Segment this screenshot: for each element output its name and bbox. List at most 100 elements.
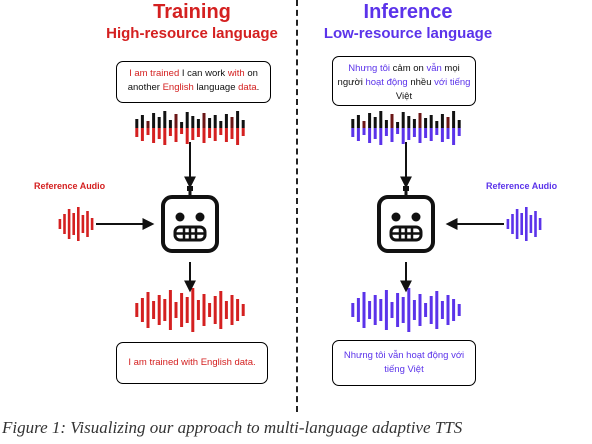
input-text-segment: I am trained	[129, 68, 180, 79]
waveform-bar	[538, 218, 542, 230]
input-text-segment: on another	[127, 68, 258, 93]
training-input-text: I am trained I can work with on another …	[128, 68, 260, 93]
waveform-bar	[368, 301, 372, 319]
center-divider	[296, 0, 298, 412]
waveform-bar	[219, 128, 223, 135]
waveform-bar	[152, 128, 156, 143]
waveform-bar	[390, 128, 394, 142]
waveform-bar	[202, 294, 206, 326]
waveform-bar	[412, 119, 416, 128]
waveform-bar	[185, 297, 189, 323]
waveform-bar	[146, 128, 150, 135]
waveform-bar	[511, 214, 514, 234]
waveform-bar	[146, 292, 150, 328]
waveform-bar	[362, 128, 366, 135]
waveform-bar	[213, 128, 217, 141]
input-text-segment: with	[227, 68, 245, 79]
inference-reference-waveform-icon	[506, 207, 542, 241]
waveform-bar	[379, 111, 383, 128]
training-robot-icon	[161, 186, 219, 253]
waveform-bar	[230, 128, 234, 139]
waveform-bar	[146, 121, 150, 128]
waveform-bar	[373, 295, 377, 325]
waveform-bar	[356, 115, 360, 128]
input-text-segment: I can work	[179, 68, 228, 79]
waveform-bar	[241, 304, 245, 316]
waveform-bar	[140, 115, 144, 128]
waveform-bar	[230, 117, 234, 128]
training-reference-waveform-icon	[58, 207, 94, 241]
waveform-bar	[424, 128, 428, 138]
waveform-bar	[356, 128, 360, 141]
training-output-text-box: I am trained with English data.	[116, 342, 268, 384]
input-text-segment: hoạt động	[365, 76, 408, 88]
waveform-bar	[191, 288, 195, 332]
waveform-bar	[429, 115, 433, 128]
waveform-bar	[525, 207, 528, 241]
waveform-bar	[351, 119, 355, 128]
waveform-bar	[440, 128, 444, 142]
waveform-bar	[424, 303, 428, 317]
waveform-bar	[368, 128, 372, 143]
waveform-bar	[241, 120, 245, 128]
input-text-segment: với tiếng	[434, 76, 471, 88]
waveform-bar	[152, 113, 156, 128]
waveform-bar	[435, 128, 439, 135]
waveform-bar	[452, 128, 456, 145]
waveform-bar	[208, 128, 212, 138]
waveform-bar	[140, 298, 144, 322]
waveform-bar	[384, 128, 388, 136]
waveform-bar	[520, 213, 523, 235]
waveform-bar	[135, 119, 139, 128]
waveform-bar	[373, 117, 377, 128]
waveform-bar	[452, 299, 456, 321]
waveform-bar	[356, 298, 360, 322]
waveform-bar	[506, 219, 510, 229]
waveform-bar	[86, 211, 89, 237]
waveform-bar	[174, 128, 178, 142]
waveform-bar	[407, 128, 411, 140]
waveform-bar	[230, 295, 234, 325]
waveform-bar	[168, 128, 172, 136]
waveform-bar	[401, 112, 405, 128]
waveform-bar	[390, 114, 394, 128]
waveform-bar	[396, 128, 400, 134]
inference-output-text: Nhưng tôi vẫn hoạt động với tiếng Việt	[343, 350, 465, 375]
waveform-bar	[236, 128, 240, 145]
waveform-bar	[435, 291, 439, 329]
waveform-bar	[224, 301, 228, 319]
waveform-bar	[157, 117, 161, 128]
waveform-bar	[157, 128, 161, 139]
input-text-segment: Việt	[395, 90, 413, 102]
waveform-bar	[529, 215, 533, 233]
training-output-text: I am trained with English data.	[128, 357, 256, 369]
waveform-bar	[163, 128, 167, 145]
waveform-bar	[396, 122, 400, 128]
inference-input-text: Nhưng tôi cảm on vẫn mọi người hoạt động…	[338, 63, 471, 102]
waveform-bar	[213, 296, 217, 324]
waveform-bar	[396, 293, 400, 327]
inference-input-waveform-icon	[351, 111, 461, 145]
waveform-bar	[72, 213, 75, 235]
waveform-bar	[140, 128, 144, 141]
waveform-bar	[152, 301, 156, 319]
waveform-bar	[368, 113, 372, 128]
waveform-bar	[58, 219, 62, 229]
waveform-bar	[424, 118, 428, 128]
waveform-bar	[446, 117, 450, 128]
waveform-bar	[418, 128, 422, 143]
waveform-bar	[373, 128, 377, 139]
waveform-bar	[208, 118, 212, 128]
inference-input-text-box: Nhưng tôi cảm on vẫn mọi người hoạt động…	[332, 56, 476, 106]
figure-caption: Figure 1: Visualizing our approach to mu…	[2, 418, 463, 437]
waveform-bar	[191, 116, 195, 128]
training-title: Training	[153, 1, 231, 23]
waveform-bar	[362, 121, 366, 128]
waveform-bar	[202, 128, 206, 143]
waveform-bar	[168, 290, 172, 330]
waveform-bar	[390, 302, 394, 318]
waveform-bar	[401, 128, 405, 144]
waveform-bar	[185, 112, 189, 128]
input-text-segment: .	[256, 81, 260, 93]
